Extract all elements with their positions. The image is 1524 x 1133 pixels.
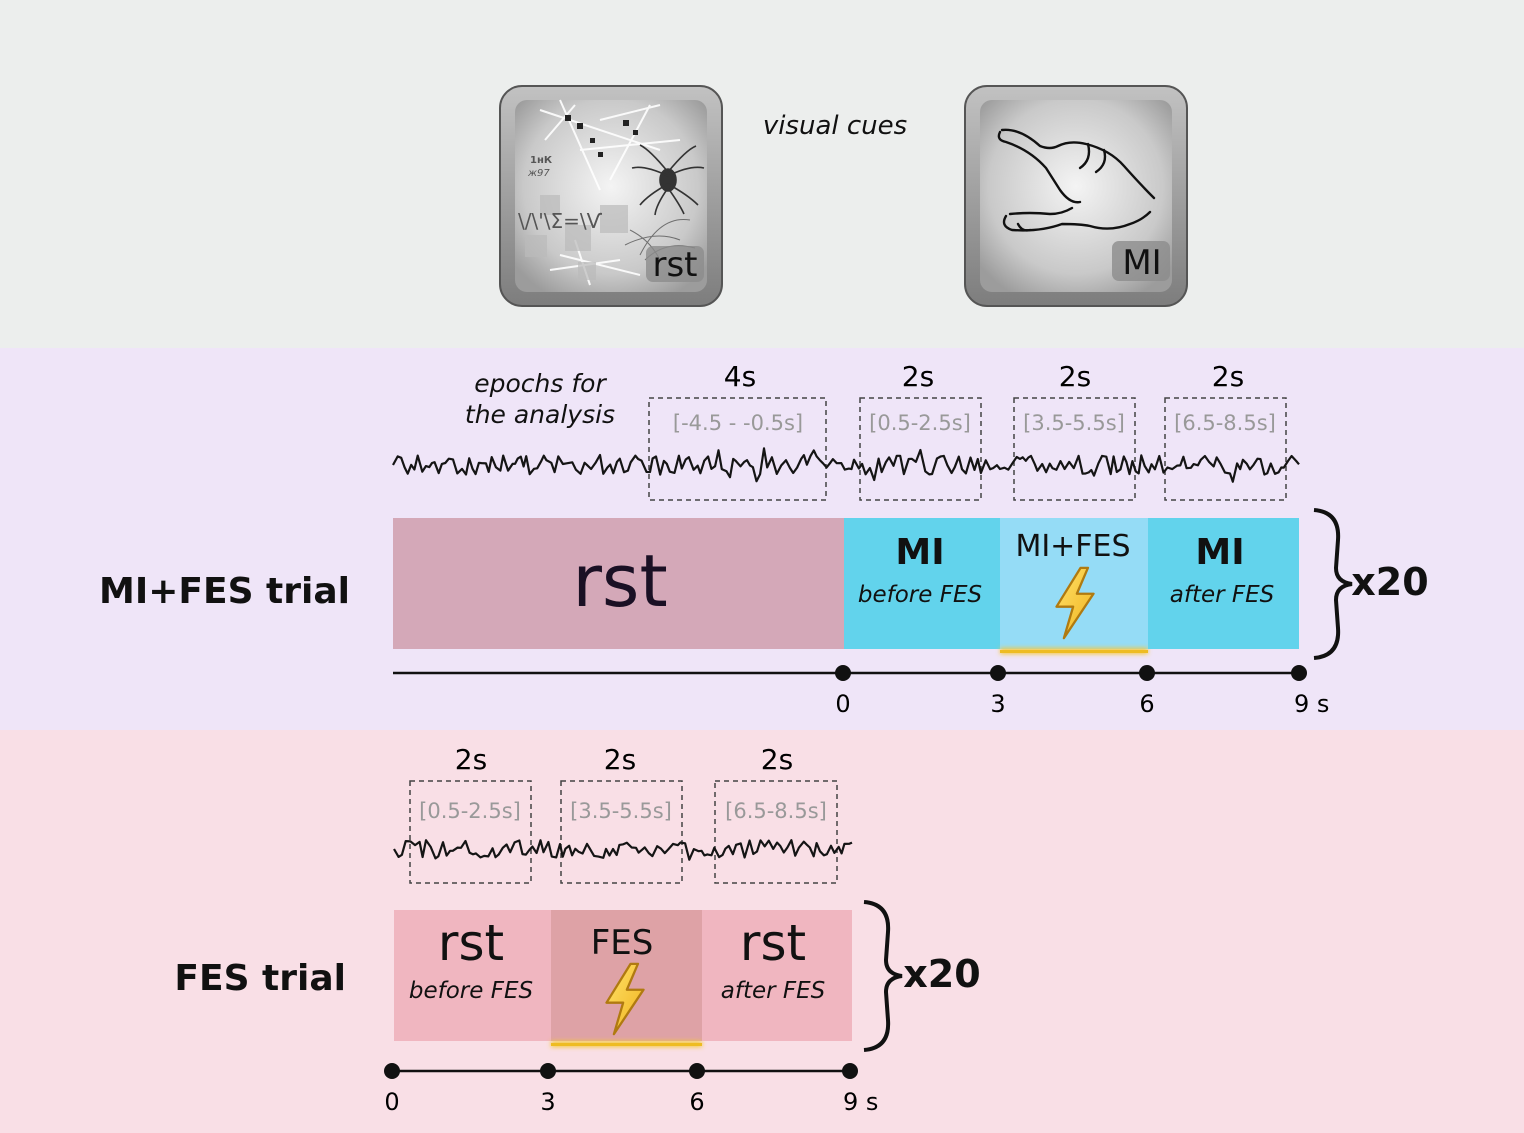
mi-fes-epoch-2: 2s [0.5-2.5s] [859, 360, 982, 501]
epoch-range: [6.5-8.5s] [1174, 411, 1276, 435]
scribble-text-2: ж97 [527, 168, 550, 179]
fes-repeat-label: x20 [903, 952, 980, 996]
epoch-duration: 2s [761, 743, 793, 776]
spider-icon [631, 144, 705, 216]
tick-dot [842, 1063, 858, 1079]
fes-repeat-brace [863, 900, 903, 1052]
epoch-duration: 2s [604, 743, 636, 776]
scribble-blocks [525, 195, 628, 280]
tick-dot [990, 665, 1006, 681]
rst-before-fes-block [394, 910, 551, 1041]
tick-dot [1291, 665, 1307, 681]
epoch-duration: 4s [724, 360, 756, 393]
epoch-range: [-4.5 - -0.5s] [673, 411, 803, 435]
hand-icon [997, 128, 1156, 232]
mi-fes-eeg-signal [392, 447, 1300, 483]
mi-fes-repeat-label: x20 [1351, 560, 1428, 604]
fes-highlight-line [551, 1043, 702, 1046]
rst-after-sub: after FES [721, 978, 826, 1004]
epoch-range: [3.5-5.5s] [1023, 411, 1125, 435]
scribble-text-1: 1нК [530, 155, 553, 166]
tick-label: 0 [384, 1088, 399, 1116]
mi-before-fes-block [844, 518, 1000, 649]
mi-fes-label: MI+FES [1015, 529, 1130, 564]
epoch-range: [3.5-5.5s] [570, 799, 672, 823]
fes-eeg-signal [393, 839, 853, 861]
fes-epoch-1: 2s [0.5-2.5s] [409, 743, 532, 884]
fes-epoch-3: 2s [6.5-8.5s] [714, 743, 838, 884]
fes-epoch-2: 2s [3.5-5.5s] [560, 743, 683, 884]
mi-cue-card: MI [964, 85, 1188, 307]
fes-trial-title: FES trial [174, 958, 346, 999]
tick-label: 6 [1139, 690, 1154, 718]
epoch-duration: 2s [1059, 360, 1091, 393]
scribble-text-3: \/\'\Σ=\Ѵ [518, 209, 603, 233]
mi-fes-rst-label: rst [572, 539, 667, 623]
epoch-duration: 2s [1212, 360, 1244, 393]
epochs-label-line1: epochs for [474, 369, 607, 398]
epoch-duration: 2s [455, 743, 487, 776]
mi-fes-repeat-brace [1313, 508, 1353, 660]
rst-after-fes-block [702, 910, 852, 1041]
visual-cues-label: visual cues [763, 111, 907, 141]
epoch-duration: 2s [902, 360, 934, 393]
rst-before-sub: before FES [409, 978, 533, 1004]
tick-label: 6 [689, 1088, 704, 1116]
mi-before-label: MI [895, 532, 944, 573]
tick-label: 9 s [843, 1088, 878, 1116]
mi-after-fes-block [1148, 518, 1299, 649]
tick-label: 3 [990, 690, 1005, 718]
epoch-range: [0.5-2.5s] [419, 799, 521, 823]
fes-label: FES [591, 923, 654, 963]
fes-highlight-line [1000, 650, 1148, 653]
epoch-range: [6.5-8.5s] [725, 799, 827, 823]
rst-cue-label: rst [652, 245, 697, 285]
epochs-label-line2: the analysis [465, 400, 615, 429]
tick-dot [540, 1063, 556, 1079]
mi-fes-trial-title: MI+FES trial [99, 571, 350, 612]
mi-fes-rst-block [393, 518, 844, 649]
tick-label: 0 [835, 690, 850, 718]
tick-dot [835, 665, 851, 681]
rst-after-label: rst [740, 914, 806, 972]
mi-cue-label: MI [1122, 243, 1161, 283]
mi-before-sub: before FES [858, 582, 982, 608]
tick-dot [1139, 665, 1155, 681]
rst-before-label: rst [438, 914, 504, 972]
rst-cue-card: 1нК ж97 \/\'\Σ=\Ѵ rst [499, 85, 723, 307]
tick-dot [384, 1063, 400, 1079]
mi-fes-epoch-3: 2s [3.5-5.5s] [1013, 360, 1136, 501]
scribble-dots [565, 115, 638, 157]
epoch-range: [0.5-2.5s] [869, 411, 971, 435]
visual-cues-band [0, 0, 1524, 348]
mi-fes-epoch-1: 4s [-4.5 - -0.5s] [648, 360, 827, 501]
tick-dot [689, 1063, 705, 1079]
tick-label: 9 s [1294, 690, 1329, 718]
mi-after-label: MI [1195, 532, 1244, 573]
mi-after-sub: after FES [1170, 582, 1275, 608]
tick-label: 3 [540, 1088, 555, 1116]
mi-fes-epoch-4: 2s [6.5-8.5s] [1164, 360, 1287, 501]
